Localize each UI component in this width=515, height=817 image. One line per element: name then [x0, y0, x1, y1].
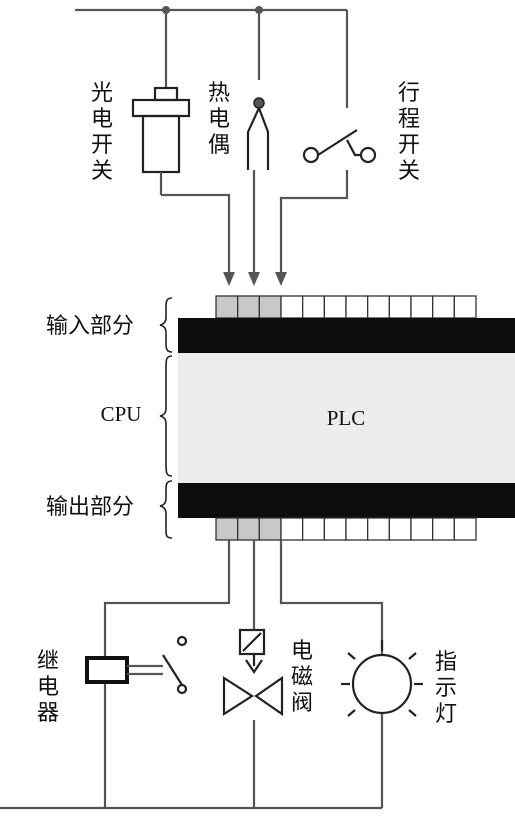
input-terminal	[215, 295, 239, 319]
input-terminal	[258, 295, 282, 319]
output-section-label: 输出部分	[46, 495, 134, 520]
indicator-lamp-symbol	[341, 640, 423, 717]
photo-switch-symbol	[131, 86, 235, 286]
relay-symbol	[85, 635, 188, 695]
limit-switch-label: 行程开关	[398, 81, 420, 184]
output-band	[178, 483, 515, 518]
output-terminal	[258, 517, 282, 541]
solenoid-valve-label: 电磁阀	[291, 639, 313, 716]
input-terminal	[237, 295, 260, 319]
plc-block: PLC	[178, 295, 515, 541]
input-terminal	[453, 295, 477, 319]
input-wiring	[75, 6, 349, 100]
thermocouple-label: 热电偶	[208, 81, 230, 158]
input-terminal	[323, 295, 347, 319]
indicator-lamp-label: 指示灯	[435, 650, 457, 727]
input-section-label: 输入部分	[46, 314, 134, 339]
photo-switch-label: 光电开关	[91, 81, 113, 184]
input-band	[178, 318, 515, 353]
input-terminal	[302, 295, 325, 319]
input-terminal	[345, 295, 369, 319]
cpu-label: CPU	[101, 402, 142, 426]
input-terminal	[367, 295, 390, 319]
thermocouple-symbol	[246, 97, 270, 286]
input-terminal	[388, 295, 412, 319]
output-terminal	[410, 517, 434, 541]
limit-switch-symbol	[275, 100, 377, 286]
input-terminal	[410, 295, 434, 319]
plc-center-label: PLC	[327, 406, 366, 430]
output-terminal	[280, 517, 304, 541]
output-terminal	[345, 517, 369, 541]
output-terminal	[432, 517, 455, 541]
section-braces: 输入部分 CPU 输出部分	[46, 297, 173, 539]
output-wiring	[0, 540, 384, 810]
output-terminal	[388, 517, 412, 541]
input-terminal-strip	[215, 295, 477, 319]
cpu-body	[178, 353, 515, 483]
output-terminal	[367, 517, 390, 541]
input-terminal	[280, 295, 304, 319]
output-terminal	[453, 517, 477, 541]
output-terminal	[302, 517, 325, 541]
input-terminal	[432, 295, 455, 319]
output-terminal	[215, 517, 239, 541]
output-terminal-strip	[215, 517, 477, 541]
output-terminal	[237, 517, 260, 541]
relay-label: 继电器	[37, 649, 59, 726]
output-terminal	[323, 517, 347, 541]
solenoid-valve-symbol	[222, 628, 284, 717]
